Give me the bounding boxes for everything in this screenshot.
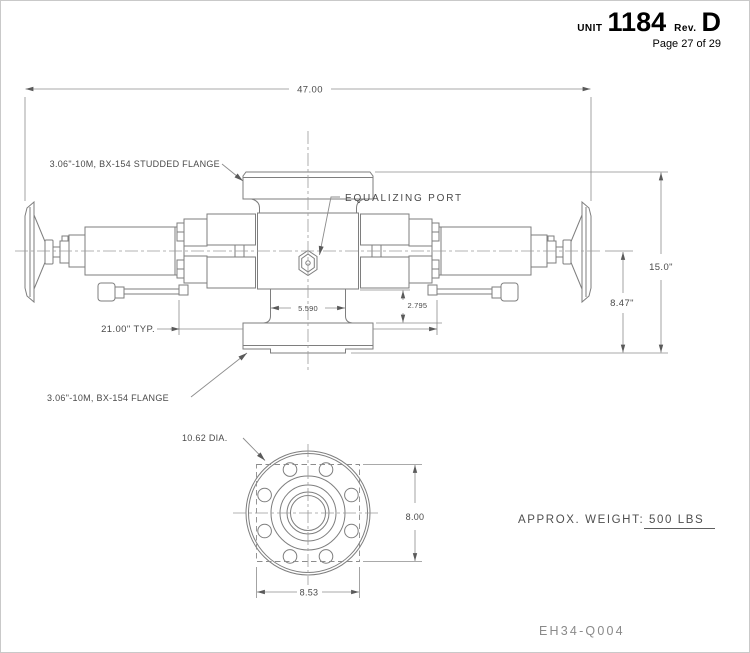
bonnet-outer-lower [183, 255, 208, 284]
dim-typical-width: 21.00" TYP. [101, 324, 155, 335]
stem-nut [59, 240, 70, 264]
flange-view-dimensions [242, 437, 422, 598]
top-neck [251, 198, 260, 213]
left-valve-assembly [24, 200, 256, 304]
bottom-neck [263, 289, 271, 324]
top-flange-leader [221, 163, 244, 182]
handwheel-spoke [33, 214, 47, 245]
dim-port-offset: 2.795 [408, 301, 428, 310]
bonnet-inner-upper [206, 213, 256, 246]
stem [52, 246, 61, 258]
rev-letter: D [701, 7, 722, 37]
grease-fitting [97, 282, 116, 302]
main-elevation-view: 47.00 3.06"-10M, BX-154 STUDDED FLANGE E… [15, 85, 673, 403]
unit-number: 1184 [607, 7, 667, 37]
rev-label: Rev. [674, 23, 697, 34]
handwheel-hub [44, 239, 54, 265]
label-bottom-flange: 3.06"-10M, BX-154 FLANGE [47, 393, 169, 403]
dim-bolt-square-height: 8.00 [406, 512, 425, 522]
diameter-leader [242, 437, 266, 461]
label-equalizing-port: EQUALIZING PORT [345, 193, 463, 204]
dim-port-spacing: 5.590 [298, 304, 318, 313]
dim-bolt-square-width: 8.53 [300, 588, 319, 598]
flange-face-view: 10.62 DIA. 8.53 8.00 [182, 433, 424, 598]
weight-value: 500 LBS [649, 514, 704, 526]
label-top-flange: 3.06"-10M, BX-154 STUDDED FLANGE [50, 159, 220, 169]
bonnet-outer-upper [183, 218, 208, 247]
centerlines [15, 131, 601, 373]
dim-centerline-to-base: 8.47" [610, 298, 634, 309]
drawing-number: EH34-Q004 [539, 624, 625, 638]
dimension-lines [24, 86, 668, 398]
weight-note: APPROX. WEIGHT: 500 LBS [518, 514, 715, 529]
page-info: Page 27 of 29 [652, 38, 721, 50]
equalizing-port-leader [318, 196, 340, 256]
bottom-flange-leader [190, 352, 248, 398]
dim-overall-width: 47.00 [297, 85, 323, 96]
label-flange-diameter: 10.62 DIA. [182, 433, 228, 443]
unit-label: UNIT [577, 23, 603, 34]
handwheel-spoke [33, 259, 47, 290]
bolt-holes [257, 462, 359, 564]
right-valve-assembly [360, 201, 592, 303]
dim-overall-height: 15.0" [649, 262, 673, 273]
bonnet-inner-lower [206, 256, 256, 289]
weight-label: APPROX. WEIGHT: [518, 514, 644, 526]
